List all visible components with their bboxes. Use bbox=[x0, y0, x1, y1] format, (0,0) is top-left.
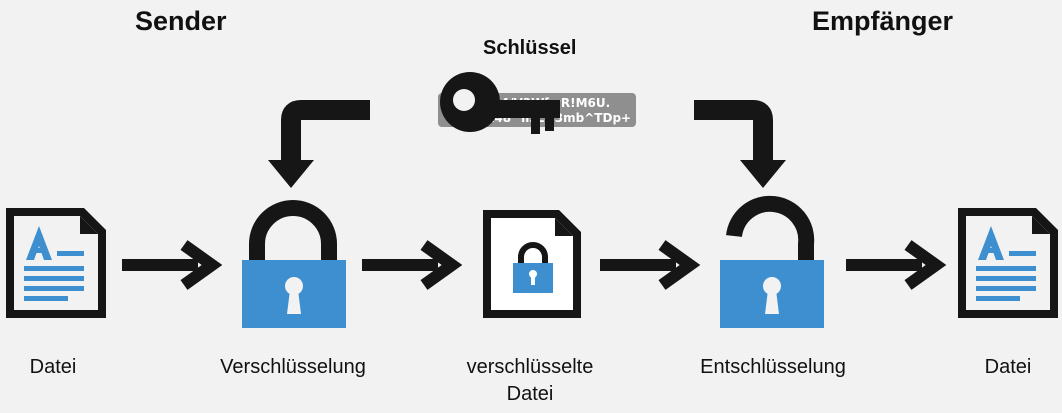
receiver-heading: Empfänger bbox=[812, 6, 954, 36]
key-icon: 2#…erX4/V3W[wR!M6U. ow…0x48^lisE>3mb^TDp… bbox=[438, 72, 636, 134]
caption-encryption: Verschlüsselung bbox=[220, 356, 366, 378]
caption-encrypted-file-line-2: Datei bbox=[506, 383, 554, 405]
caption-file-right: Datei bbox=[984, 356, 1032, 378]
caption-decryption: Entschlüsselung bbox=[700, 356, 846, 378]
caption-encrypted-file-line-1: verschlüsselte bbox=[466, 356, 594, 378]
padlock-open-icon bbox=[720, 195, 824, 328]
padlock-closed-icon bbox=[242, 200, 346, 328]
sender-heading: Sender bbox=[135, 6, 227, 36]
key-to-decryption-arrow-icon bbox=[694, 100, 786, 188]
arrow-right-icon bbox=[846, 240, 947, 290]
encrypted-document-icon bbox=[483, 210, 581, 318]
document-icon bbox=[958, 208, 1058, 318]
arrow-right-icon bbox=[600, 240, 701, 290]
arrow-right-icon bbox=[362, 240, 463, 290]
document-icon bbox=[6, 208, 106, 318]
caption-file-left: Datei bbox=[29, 356, 77, 378]
key-to-encryption-arrow-icon bbox=[268, 100, 370, 188]
arrow-right-icon bbox=[122, 240, 223, 290]
key-heading: Schlüssel bbox=[483, 37, 577, 59]
